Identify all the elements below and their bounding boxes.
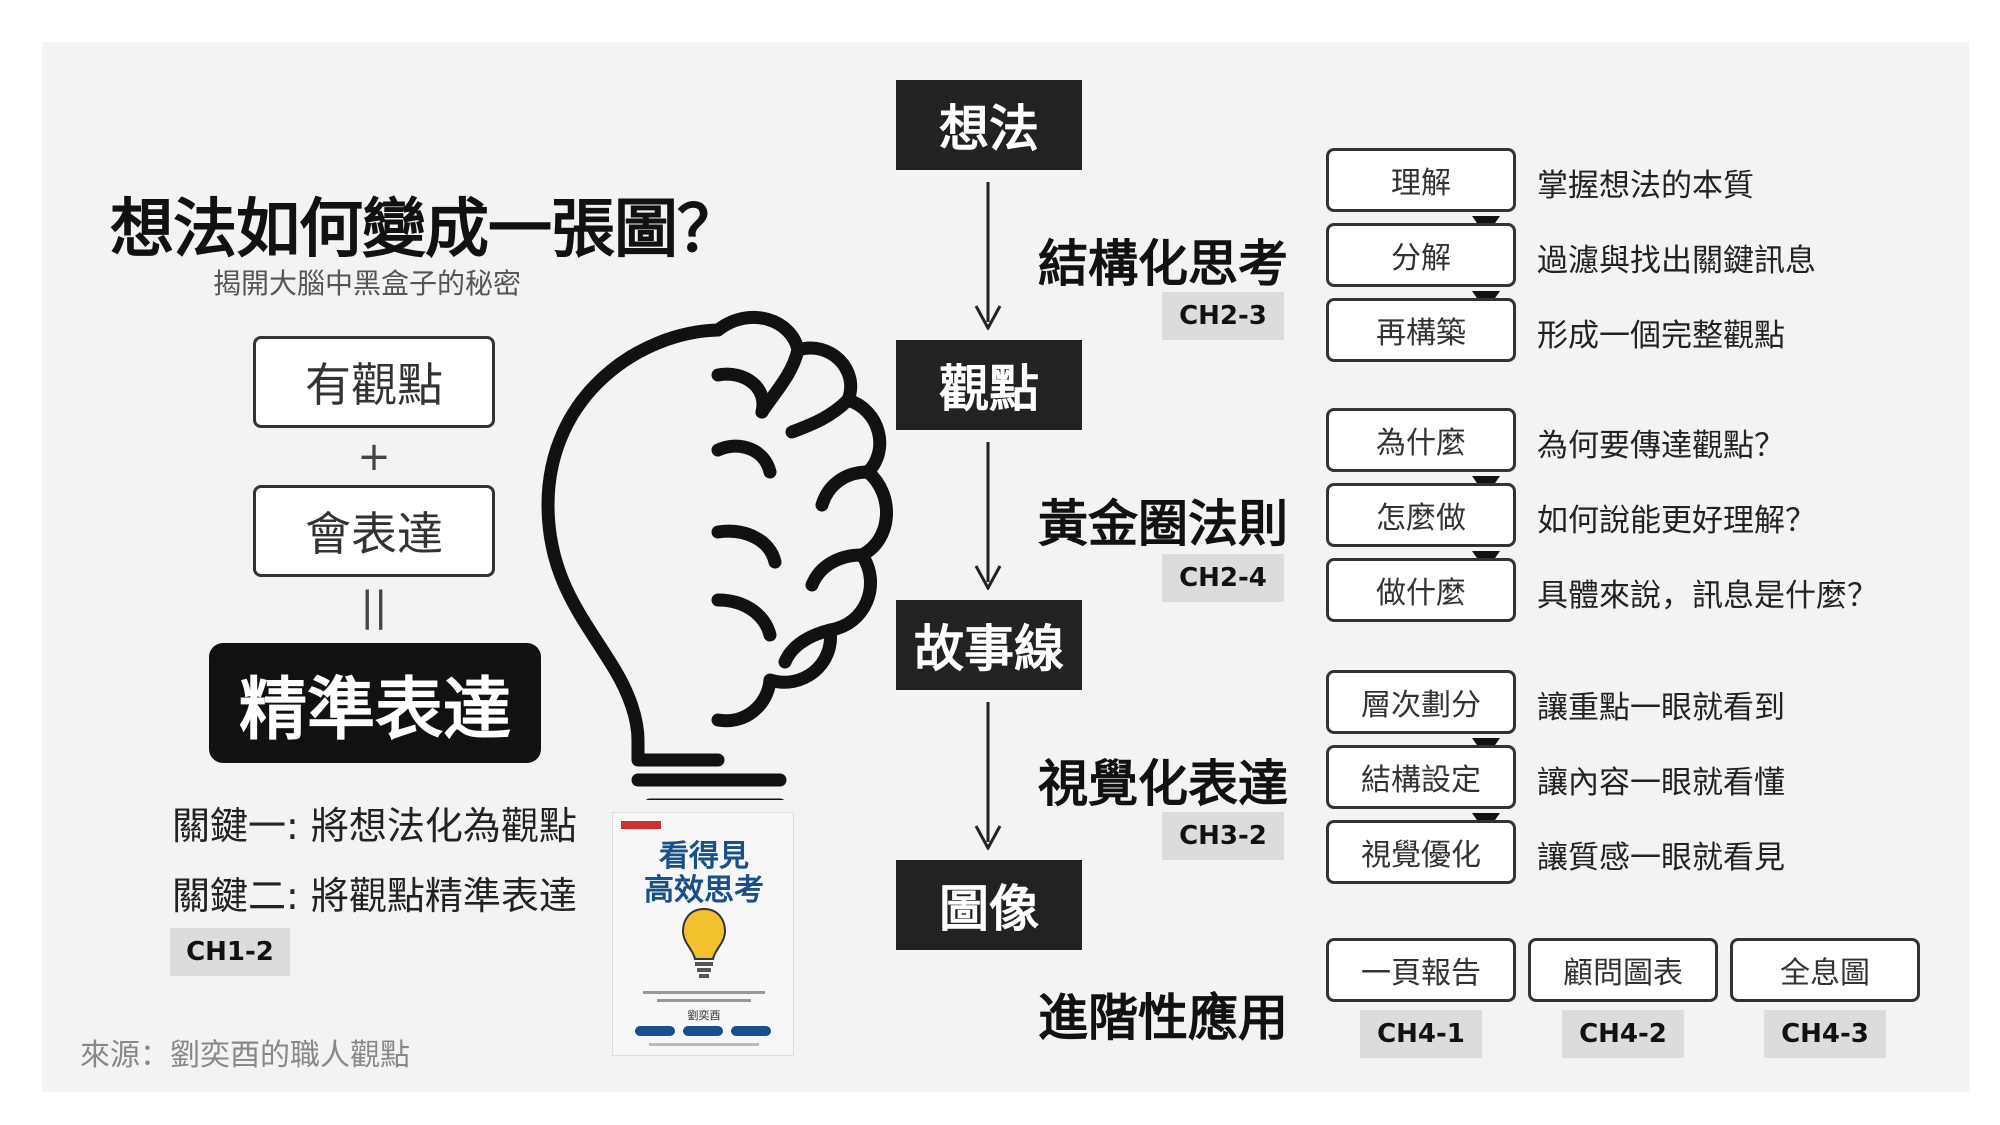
chapter-tag-ch4-1: CH4-1 [1360,1010,1482,1058]
step-why: 為什麼 [1326,408,1516,472]
step-desc: 讓重點一眼就看到 [1537,690,1785,726]
source-credit: 來源：劉奕酉的職人觀點 [80,1038,410,1073]
yellow-bulb-icon [681,907,727,978]
publisher-logo [621,821,661,829]
plus-sign: + [357,434,391,480]
advanced-consulting-charts: 顧問圖表 [1528,938,1718,1002]
book-cover: 看得見 高效思考 劉奕酉 [612,812,794,1056]
method-advanced-application: 進階性應用 [1038,989,1288,1047]
advanced-hologram: 全息圖 [1730,938,1920,1002]
chapter-tag-ch4-2: CH4-2 [1562,1010,1684,1058]
book-title-line1: 看得見 [659,839,749,874]
down-arrow [974,442,1002,590]
chapter-tag-ch1-2: CH1-2 [170,928,290,976]
box-can-express: 會表達 [253,485,495,577]
step-how: 怎麼做 [1326,483,1516,547]
page-title: 想法如何變成一張圖？ [110,193,741,267]
step-desc: 過濾與找出關鍵訊息 [1537,243,1816,279]
stage-viewpoint: 觀點 [896,340,1082,430]
key-point-2: 關鍵二: 將觀點精準表達 [172,874,577,918]
down-arrow [974,702,1002,850]
equals-sign: || [360,584,388,630]
book-text-line [649,1043,759,1046]
advanced-one-page-report: 一頁報告 [1326,938,1516,1002]
book-badge [731,1026,771,1036]
book-author: 劉奕酉 [687,1009,721,1022]
step-understand: 理解 [1326,148,1516,212]
step-desc: 讓內容一眼就看懂 [1537,765,1785,801]
method-structured-thinking: 結構化思考 [1038,235,1288,293]
chapter-tag-ch2-4: CH2-4 [1162,554,1284,602]
stage-idea: 想法 [896,80,1082,170]
step-reconstruct: 再構築 [1326,298,1516,362]
book-badge [635,1026,675,1036]
chapter-tag-ch3-2: CH3-2 [1162,812,1284,860]
page-subtitle: 揭開大腦中黑盒子的秘密 [213,267,522,300]
stage-storyline: 故事線 [896,600,1082,690]
chapter-tag-ch4-3: CH4-3 [1764,1010,1886,1058]
method-golden-circle: 黃金圈法則 [1038,495,1288,553]
book-title-line2: 高效思考 [644,873,764,908]
book-text-line [657,999,751,1002]
step-desc: 如何說能更好理解？ [1537,503,1816,539]
book-badge [683,1026,723,1036]
step-visual-optimize: 視覺優化 [1326,820,1516,884]
box-has-viewpoint: 有觀點 [253,336,495,428]
key-point-1: 關鍵一: 將想法化為觀點 [172,804,577,848]
step-desc: 具體來說，訊息是什麼？ [1537,578,1878,614]
lightbulb-brain-icon [541,310,893,800]
method-visual-expression: 視覺化表達 [1038,755,1288,813]
chapter-tag-ch2-3: CH2-3 [1162,292,1284,340]
step-structure-setting: 結構設定 [1326,745,1516,809]
step-desc: 為何要傳達觀點？ [1537,428,1785,464]
step-desc: 形成一個完整觀點 [1537,318,1785,354]
result-precise-expression: 精準表達 [209,643,541,763]
step-desc: 掌握想法的本質 [1537,168,1754,204]
down-arrow [974,182,1002,330]
stage-image: 圖像 [896,860,1082,950]
step-layering: 層次劃分 [1326,670,1516,734]
book-text-line [643,991,765,994]
step-desc: 讓質感一眼就看見 [1537,840,1785,876]
step-decompose: 分解 [1326,223,1516,287]
step-what: 做什麼 [1326,558,1516,622]
